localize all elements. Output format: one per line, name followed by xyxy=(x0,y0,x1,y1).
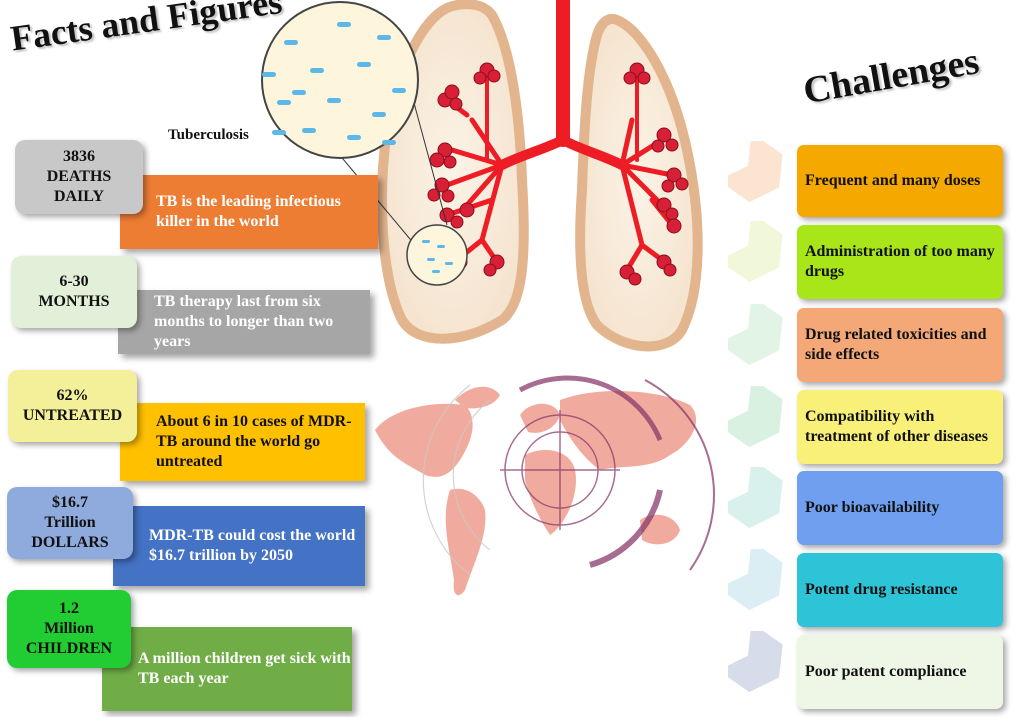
tuberculosis-label: Tuberculosis xyxy=(168,127,249,143)
fact-description: About 6 in 10 cases of MDR-TB around the… xyxy=(120,403,365,481)
fact-description: TB therapy last from six months to longe… xyxy=(118,290,370,354)
challenge-item: Poor bioavailability xyxy=(797,471,1003,545)
world-map-illustration xyxy=(375,375,715,596)
target-rings xyxy=(500,375,715,571)
world-map-continents xyxy=(375,386,697,596)
alveoli-clusters xyxy=(427,62,689,286)
down-arrow-icon xyxy=(728,386,783,448)
challenge-item: Frequent and many doses xyxy=(797,145,1003,217)
magnified-bacteria-view xyxy=(261,1,419,159)
challenges-title: Challenges xyxy=(800,40,983,113)
fact-statistic: $16.7 Trillion DOLLARS xyxy=(7,487,133,559)
down-arrow-icon xyxy=(728,304,783,366)
infection-spot xyxy=(406,224,468,286)
challenge-item: Potent drug resistance xyxy=(797,553,1003,627)
down-arrow-icon xyxy=(728,467,783,529)
challenge-item: Compatibility with treatment of other di… xyxy=(797,390,1003,464)
fact-statistic: 6-30 MONTHS xyxy=(11,256,137,328)
fact-statistic: 3836 DEATHS DAILY xyxy=(15,140,143,214)
down-arrow-icon xyxy=(728,549,783,611)
small-bacteria xyxy=(422,240,453,273)
fact-description: A million children get sick with TB each… xyxy=(102,627,352,711)
challenge-item: Poor patent compliance xyxy=(797,635,1003,709)
fact-description: TB is the leading infectious killer in t… xyxy=(120,175,378,249)
fact-description: MDR-TB could cost the world $16.7 trilli… xyxy=(113,506,365,586)
fact-statistic: 62% UNTREATED xyxy=(8,370,137,442)
down-arrow-icon xyxy=(728,631,783,693)
fact-statistic: 1.2 Million CHILDREN xyxy=(7,590,131,668)
down-arrow-icon xyxy=(728,141,783,203)
challenge-item: Administration of too many drugs xyxy=(797,225,1003,299)
tb-bacteria-icon xyxy=(262,22,406,145)
challenge-item: Drug related toxicities and side effects xyxy=(797,308,1003,382)
down-arrow-icon xyxy=(728,221,783,283)
